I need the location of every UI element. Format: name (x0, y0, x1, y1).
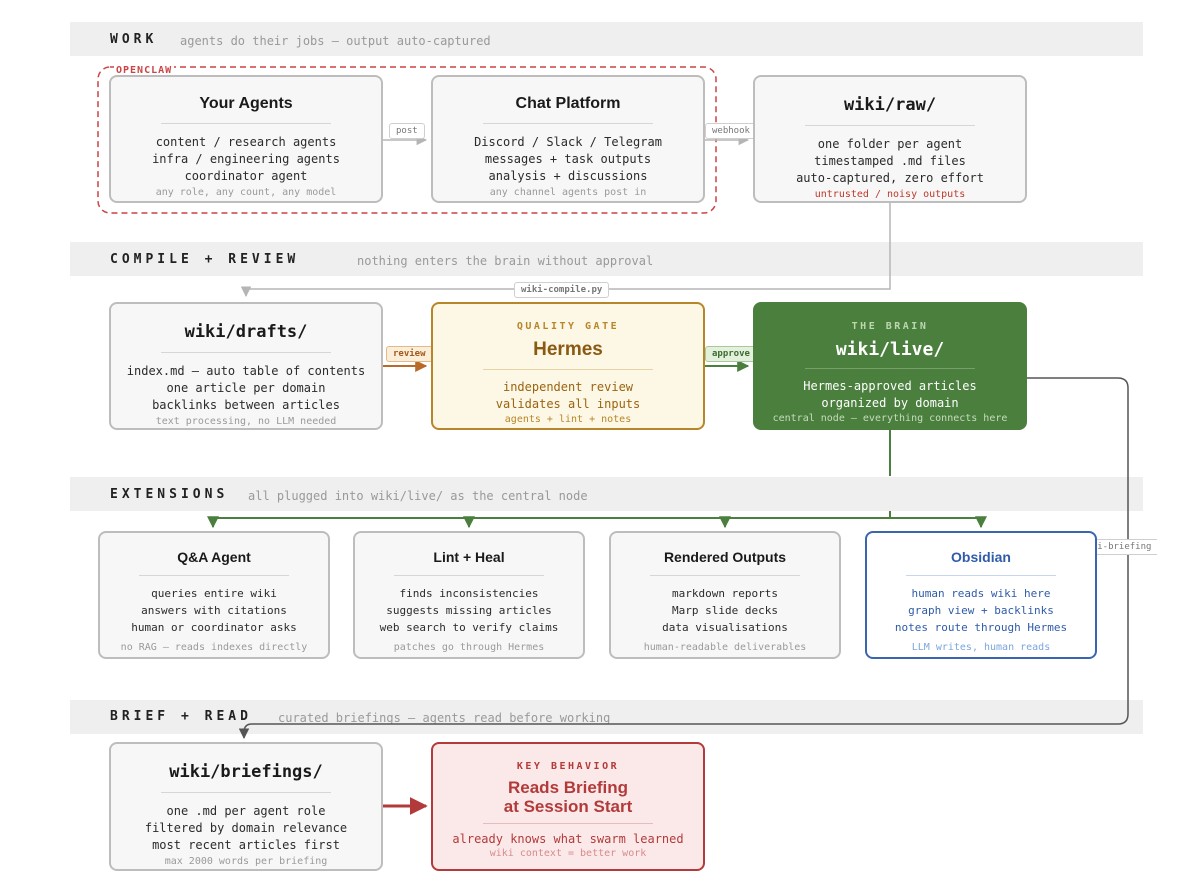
node-note: human-readable deliverables (643, 642, 807, 653)
node-title: Reads Briefing at Session Start (503, 778, 633, 816)
band-brief (70, 700, 1143, 734)
node-kicker: THE BRAIN (851, 321, 929, 332)
edge-briefing (238, 377, 1129, 740)
node-note: patches go through Hermes (393, 642, 545, 653)
edge-label-post: post (389, 123, 425, 139)
node-note: LLM writes, human reads (911, 642, 1051, 653)
node-your-agents: Your Agents content / research agents in… (109, 75, 383, 203)
band-compile (70, 242, 1143, 276)
section-title-compile: COMPILE + REVIEW (110, 252, 300, 267)
node-chat-platform: Chat Platform Discord / Slack / Telegram… (431, 75, 705, 203)
node-title: wiki/raw/ (843, 95, 937, 115)
node-title: Q&A Agent (177, 549, 251, 565)
edge-label-compile: wiki-compile.py (514, 282, 610, 298)
node-note: untrusted / noisy outputs (814, 189, 966, 200)
node-wiki-briefings: wiki/briefings/ one .md per agent role f… (109, 742, 383, 871)
node-title: Hermes (533, 339, 603, 360)
section-title-extensions: EXTENSIONS (110, 487, 229, 502)
section-title-work: WORK (110, 32, 158, 47)
section-title-brief: BRIEF + READ (110, 709, 252, 724)
section-subtitle-extensions: all plugged into wiki/live/ as the centr… (248, 489, 588, 503)
node-note: max 2000 words per briefing (164, 856, 328, 867)
node-title: wiki/drafts/ (184, 322, 308, 342)
node-kicker: KEY BEHAVIOR (516, 761, 620, 772)
node-hermes: QUALITY GATE Hermes independent review v… (431, 302, 705, 430)
section-subtitle-compile: nothing enters the brain without approva… (357, 254, 654, 268)
edge-label-approve: approve (705, 346, 757, 362)
node-title: wiki/live/ (835, 339, 945, 360)
node-lint-heal: Lint + Heal finds inconsistencies sugges… (353, 531, 585, 659)
node-note: central node — everything connects here (772, 413, 1008, 424)
edge-label-review: review (386, 346, 433, 362)
node-title: Obsidian (951, 549, 1011, 565)
node-title: Chat Platform (515, 95, 621, 112)
edge-label-webhook: webhook (705, 123, 757, 139)
node-rendered-outputs: Rendered Outputs markdown reports Marp s… (609, 531, 841, 659)
openclaw-label: OPENCLAW (114, 65, 175, 76)
node-qa-agent: Q&A Agent queries entire wiki answers wi… (98, 531, 330, 659)
node-obsidian: Obsidian human reads wiki here graph vie… (865, 531, 1097, 659)
node-kicker: QUALITY GATE (516, 321, 620, 332)
section-subtitle-brief: curated briefings — agents read before w… (278, 711, 611, 725)
node-wiki-drafts: wiki/drafts/ index.md — auto table of co… (109, 302, 383, 430)
node-key-behavior: KEY BEHAVIOR Reads Briefing at Session S… (431, 742, 705, 871)
node-note: wiki context = better work (489, 848, 647, 859)
section-subtitle-work: agents do their jobs — output auto-captu… (180, 34, 491, 48)
node-note: agents + lint + notes (504, 414, 632, 425)
node-wiki-live: THE BRAIN wiki/live/ Hermes-approved art… (753, 302, 1027, 430)
node-title: Lint + Heal (433, 549, 505, 565)
node-note: any channel agents post in (489, 187, 647, 198)
node-note: no RAG — reads indexes directly (120, 642, 308, 653)
node-note: any role, any count, any model (155, 187, 337, 198)
node-wiki-raw: wiki/raw/ one folder per agent timestamp… (753, 75, 1027, 203)
node-title: wiki/briefings/ (169, 762, 323, 782)
band-work (70, 22, 1143, 56)
band-extensions (70, 477, 1143, 511)
node-title: Your Agents (199, 95, 293, 112)
node-title: Rendered Outputs (663, 549, 787, 565)
node-note: text processing, no LLM needed (155, 416, 337, 427)
